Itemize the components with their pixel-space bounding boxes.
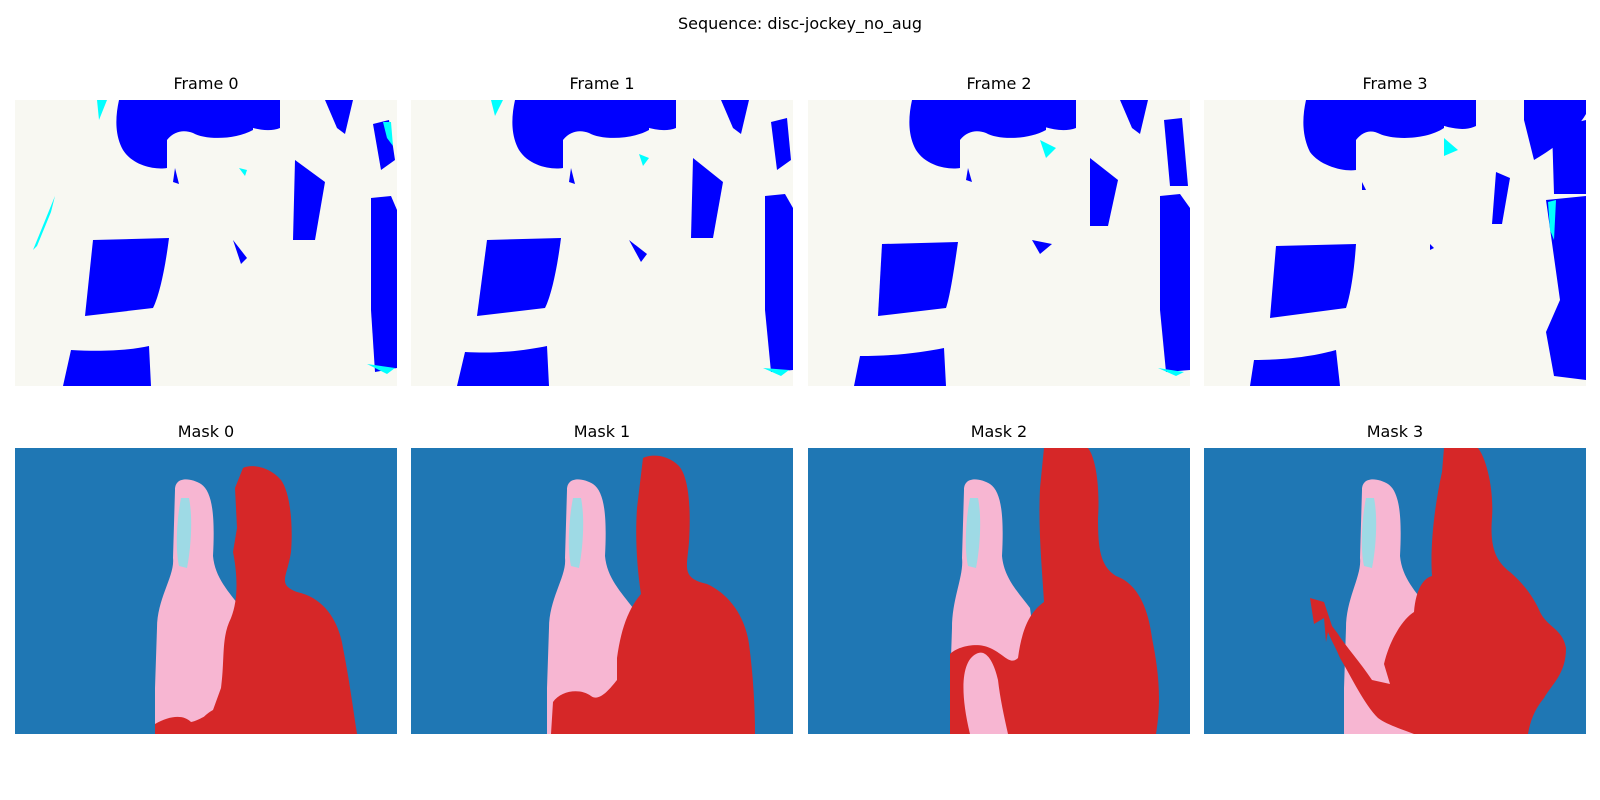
mask-title: Mask 3	[1366, 422, 1424, 441]
frame-image	[15, 100, 397, 386]
mask-title: Mask 1	[573, 422, 631, 441]
frame-title: Frame 2	[966, 74, 1032, 93]
mask-title: Mask 2	[970, 422, 1028, 441]
figure-title: Sequence: disc-jockey_no_aug	[678, 14, 922, 33]
mask-image	[1204, 448, 1586, 734]
frame-image	[808, 100, 1190, 386]
frame-image	[1204, 100, 1586, 386]
frame-title: Frame 1	[569, 74, 635, 93]
mask-image	[808, 448, 1190, 734]
mask-title: Mask 0	[177, 422, 235, 441]
mask-image	[411, 448, 793, 734]
frame-image	[411, 100, 793, 386]
mask-image	[15, 448, 397, 734]
frame-title: Frame 0	[173, 74, 239, 93]
frame-title: Frame 3	[1362, 74, 1428, 93]
